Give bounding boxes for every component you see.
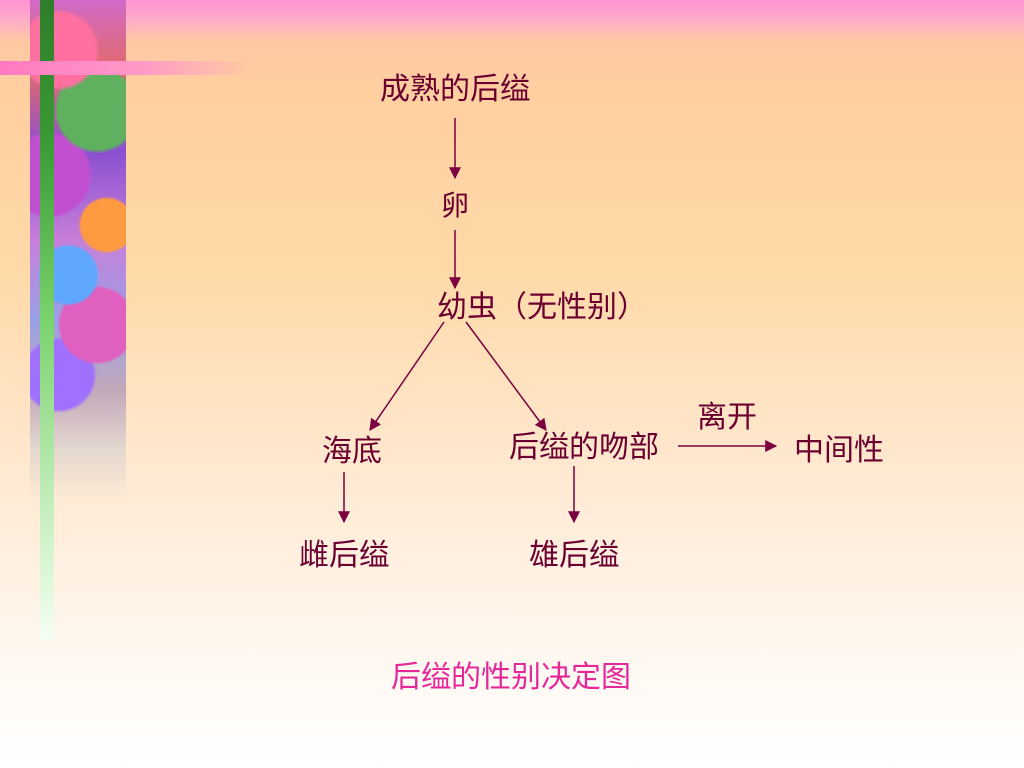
edge-label-leave: 离开 [697,400,757,435]
green-vertical-bar [40,0,54,640]
arrow-larva-to-proboscis [465,321,547,431]
node-female: 雌后缢 [299,538,389,573]
arrow-larva-to-seabed [369,321,445,431]
node-proboscis: 后缢的吻部 [509,430,659,465]
diagram-caption: 后缢的性别决定图 [391,660,631,695]
top-gradient-band [0,0,1024,40]
node-male: 雄后缢 [529,538,619,573]
node-adult: 成熟的后缢 [380,72,530,107]
node-seabed: 海底 [322,434,382,469]
node-intersex: 中间性 [794,433,884,468]
node-larva: 幼虫（无性别） [437,290,647,325]
node-egg: 卵 [440,189,470,222]
pink-horizontal-bar [0,61,250,75]
